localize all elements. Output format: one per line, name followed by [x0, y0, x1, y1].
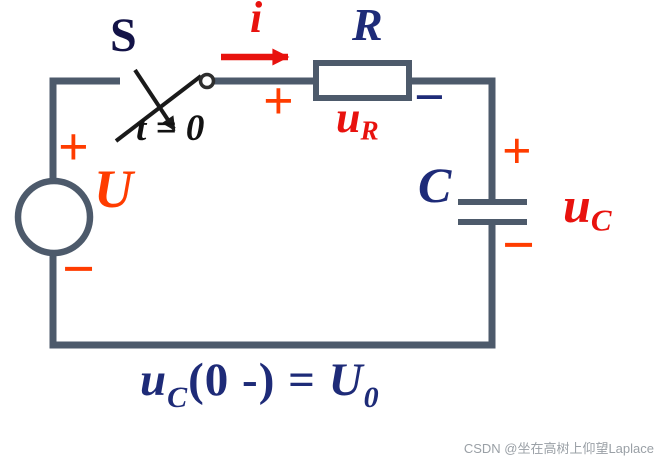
- switch-label: S: [110, 9, 137, 62]
- capacitor-label: C: [418, 157, 452, 213]
- capacitor-minus-sign: −: [502, 212, 536, 277]
- switch-closing-arrow: [133, 68, 176, 131]
- watermark-text: CSDN @坐在高树上仰望Laplace: [463, 441, 654, 456]
- capacitor-voltage-base: u: [563, 177, 591, 233]
- source-voltage-label: U: [94, 159, 133, 219]
- equation-middle: (0 -) =: [188, 354, 329, 406]
- equation-base: u: [140, 354, 168, 406]
- switch-terminal: [198, 72, 216, 90]
- resistor-minus-sign: −: [414, 67, 445, 127]
- resistor-voltage-label: uR: [336, 96, 379, 145]
- capacitor-voltage-label: uC: [563, 180, 612, 236]
- source-minus-sign: −: [62, 236, 96, 301]
- initial-condition-equation: uC(0 -) = U0: [140, 357, 380, 413]
- resistor-voltage-base: u: [336, 93, 361, 142]
- capacitor-plus-sign: +: [502, 123, 532, 180]
- circuit-wires: [49, 77, 496, 349]
- capacitor-voltage-sub: C: [590, 202, 612, 238]
- source-plus-sign: +: [58, 117, 89, 177]
- voltage-source-symbol: [14, 177, 94, 257]
- resistor-symbol: [313, 60, 412, 101]
- equation-result: U: [328, 354, 364, 406]
- resistor-plus-sign: +: [263, 71, 294, 131]
- resistor-label: R: [352, 0, 383, 50]
- current-label: i: [250, 0, 263, 42]
- switch-time-label: t = 0: [136, 108, 205, 149]
- equation-base-sub: C: [167, 381, 189, 414]
- resistor-voltage-sub: R: [360, 115, 379, 146]
- equation-result-sub: 0: [363, 381, 380, 414]
